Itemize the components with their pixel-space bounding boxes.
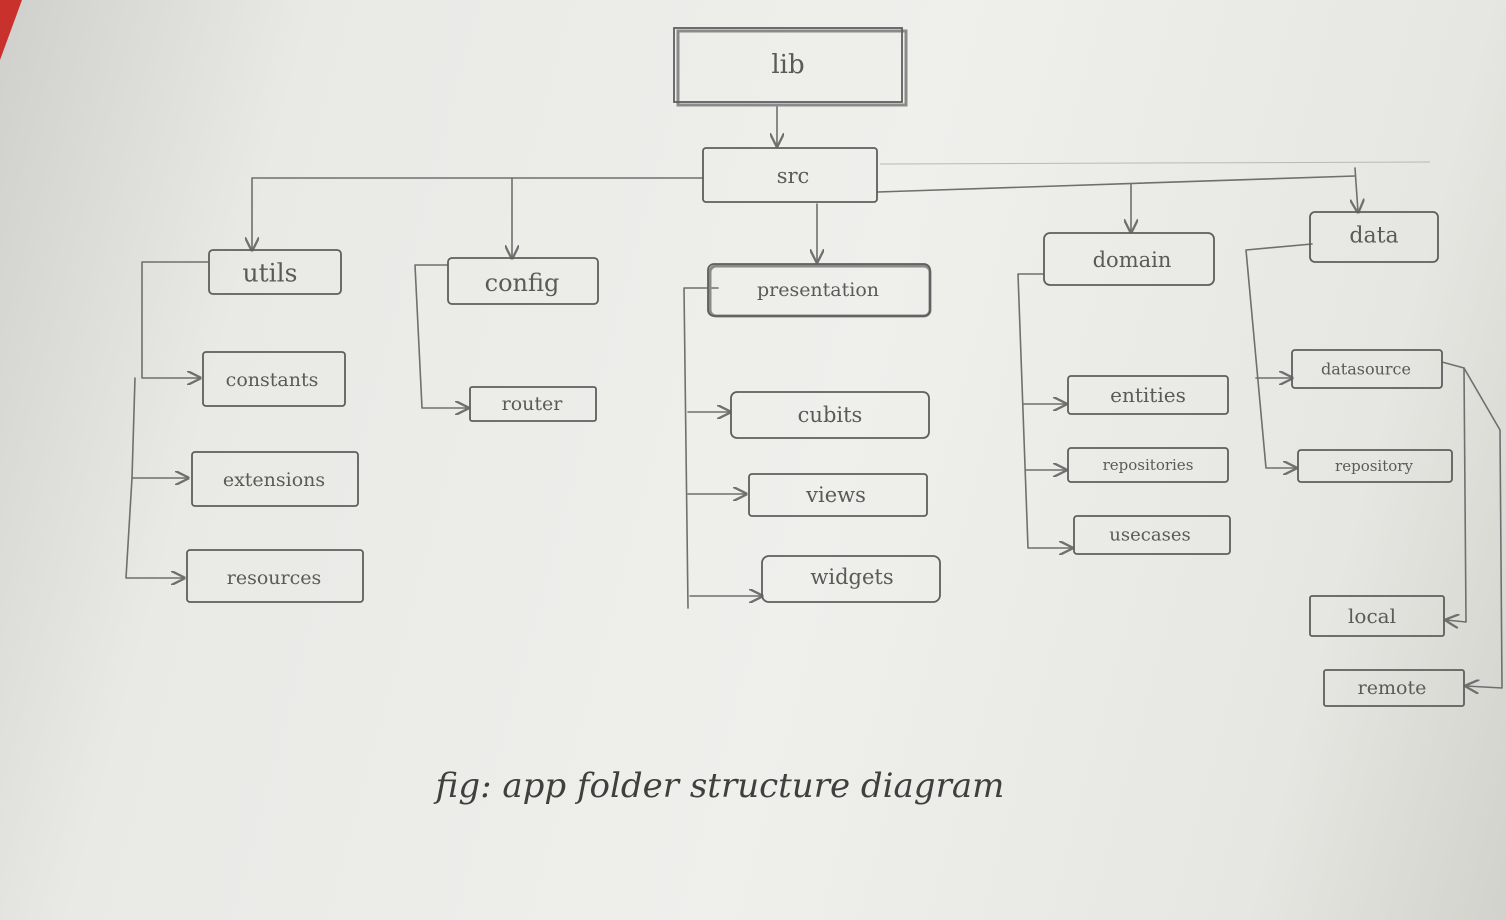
edge-utils-resources (125, 477, 184, 578)
node-entities-label: entities (1110, 383, 1186, 407)
node-views: views (748, 473, 928, 517)
node-lib-label: lib (771, 50, 804, 80)
node-presentation-label: presentation (757, 279, 879, 301)
edge-presentation-trunk (683, 287, 719, 609)
edge-utils-constants (141, 261, 209, 378)
node-config: config (447, 257, 599, 305)
edge-datasource-local (1441, 361, 1467, 622)
edge-datasource-remote (1463, 367, 1503, 688)
node-datasource: datasource (1291, 349, 1443, 389)
node-data-label: data (1349, 224, 1398, 249)
edge-domain-usecases (1017, 273, 1072, 548)
node-constants-label: constants (226, 369, 319, 391)
paper-corner-mark (0, 0, 22, 60)
node-utils-label: utils (243, 259, 298, 288)
node-usecases-label: usecases (1109, 525, 1190, 546)
node-views-label: views (805, 483, 866, 507)
node-datasource-label: datasource (1321, 360, 1411, 379)
node-local-label: local (1348, 604, 1396, 628)
node-repositories: repositories (1067, 447, 1229, 483)
node-config-label: config (485, 269, 560, 297)
node-src: src (702, 147, 878, 203)
node-data: data (1309, 211, 1439, 263)
node-repositories-label: repositories (1103, 456, 1194, 474)
diagram-caption: fig: app folder structure diagram (433, 766, 1005, 806)
node-utils: utils (208, 249, 342, 295)
node-extensions-label: extensions (223, 469, 325, 491)
node-lib: lib (673, 27, 908, 107)
node-router-label: router (502, 393, 564, 415)
node-widgets: widgets (761, 555, 941, 603)
node-repository-label: repository (1335, 457, 1413, 475)
node-cubits-label: cubits (798, 403, 863, 427)
edge-src-right-bus (877, 175, 1356, 193)
connectors (125, 105, 1503, 688)
node-entities: entities (1067, 375, 1229, 415)
node-extensions: extensions (191, 451, 359, 507)
edge-src-utils (252, 177, 704, 250)
node-resources-label: resources (227, 567, 321, 589)
node-widgets-label: widgets (810, 565, 893, 589)
node-src-label: src (777, 164, 810, 188)
node-repository: repository (1297, 449, 1453, 483)
node-router: router (469, 386, 597, 422)
node-presentation: presentation (707, 263, 932, 318)
edge-utils-extensions (131, 377, 188, 478)
node-local: local (1309, 595, 1445, 637)
node-cubits: cubits (730, 391, 930, 439)
edge-config-router (414, 264, 468, 408)
paper-rule-line (879, 161, 1431, 165)
edge-src-data (1355, 167, 1358, 212)
node-constants: constants (202, 351, 346, 407)
node-resources: resources (186, 549, 364, 603)
node-domain: domain (1043, 232, 1215, 286)
node-remote: remote (1323, 669, 1465, 707)
edge-data-repository (1245, 243, 1313, 468)
node-usecases: usecases (1073, 515, 1231, 555)
node-remote-label: remote (1358, 677, 1427, 699)
node-domain-label: domain (1093, 248, 1172, 272)
